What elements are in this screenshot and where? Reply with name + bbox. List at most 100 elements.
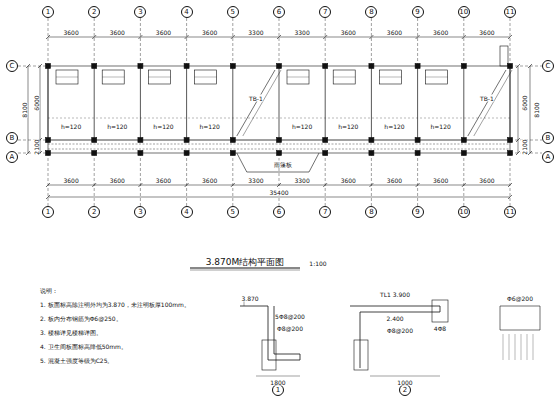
column bbox=[184, 64, 189, 69]
rainwater-box bbox=[500, 46, 508, 66]
dimension-tick bbox=[277, 183, 281, 187]
hatch-line bbox=[509, 334, 510, 360]
axis-line bbox=[232, 18, 233, 66]
dimension: 8100 bbox=[533, 102, 540, 117]
dimension: 35400 bbox=[269, 189, 288, 196]
dimension: 3600 bbox=[341, 29, 356, 36]
axis-bubble: 5 bbox=[227, 6, 239, 18]
stair-line bbox=[243, 70, 281, 136]
dimension-tick bbox=[528, 64, 532, 68]
axis-line bbox=[279, 18, 280, 66]
canopy-label: 雨篷板 bbox=[274, 161, 292, 168]
hatch-line bbox=[521, 334, 522, 360]
toilet-slab-line bbox=[102, 77, 124, 78]
dimension: 3300 bbox=[248, 29, 263, 36]
dimension-tick bbox=[46, 183, 50, 187]
axis-bubble: 7 bbox=[319, 6, 331, 18]
column bbox=[369, 64, 374, 69]
axis-bubble: 6 bbox=[273, 6, 285, 18]
dimension: 6000 bbox=[521, 95, 528, 110]
dimension-tick bbox=[516, 64, 520, 68]
dimension: 2100 bbox=[521, 139, 528, 154]
axis-bubble: 2 bbox=[88, 206, 100, 218]
axis-bubble: B bbox=[542, 132, 554, 144]
dimension-tick bbox=[277, 35, 281, 39]
toilet-slab bbox=[426, 70, 448, 84]
dimension-tick bbox=[528, 151, 532, 155]
note-line: 1. 板面标高除注明外均为3.870，未注明板厚100mm。 bbox=[40, 301, 190, 308]
dimension-tick bbox=[185, 183, 189, 187]
axis-bubble: 7 bbox=[319, 206, 331, 218]
dimension: 3600 bbox=[387, 29, 402, 36]
axis-number: 3 bbox=[138, 208, 142, 216]
partition-wall bbox=[463, 66, 464, 140]
axis-line bbox=[48, 18, 49, 66]
outer-wall bbox=[48, 66, 510, 153]
axis-number: 8 bbox=[369, 208, 373, 216]
column bbox=[277, 64, 282, 69]
slab-thickness: h=120 bbox=[200, 123, 220, 130]
slab-thickness: h=120 bbox=[292, 123, 312, 130]
axis-number: 10 bbox=[459, 208, 468, 216]
toilet-slab-line bbox=[379, 77, 401, 78]
detail-wall bbox=[354, 340, 368, 370]
toilet-slab-line bbox=[426, 77, 448, 78]
axis-number: 11 bbox=[506, 208, 515, 216]
toilet-slab-line bbox=[148, 77, 170, 78]
axis-line bbox=[18, 66, 48, 67]
dimension-line bbox=[28, 66, 29, 153]
axis-number: 2 bbox=[92, 8, 96, 16]
canopy-outline bbox=[237, 153, 319, 172]
dimension: 3600 bbox=[341, 177, 356, 184]
axis-number: C bbox=[10, 62, 15, 70]
axis-bubble: 8 bbox=[365, 6, 377, 18]
axis-number: 3 bbox=[138, 8, 142, 16]
axis-bubble: 5 bbox=[227, 206, 239, 218]
dimension-tick bbox=[92, 35, 96, 39]
column bbox=[323, 151, 328, 156]
corridor-dash bbox=[48, 149, 510, 150]
dimension: 3300 bbox=[248, 177, 263, 184]
dimension-tick bbox=[46, 35, 50, 39]
beam-label: TL1 3.900 bbox=[380, 291, 410, 298]
axis-bubble: 4 bbox=[181, 206, 193, 218]
note-line: 3. 楼梯详见楼梯详图。 bbox=[40, 329, 102, 336]
partition-wall bbox=[510, 66, 511, 140]
dimension-tick bbox=[46, 195, 50, 199]
axis-bubble: 1 bbox=[42, 206, 54, 218]
stair-line bbox=[468, 70, 506, 136]
axis-number: A bbox=[546, 153, 551, 161]
column bbox=[138, 138, 143, 143]
column bbox=[323, 138, 328, 143]
axis-line bbox=[463, 153, 464, 206]
axis-bubble: 3 bbox=[134, 6, 146, 18]
dimension-tick bbox=[92, 183, 96, 187]
dimension: 3600 bbox=[479, 177, 494, 184]
dimension-tick bbox=[323, 183, 327, 187]
dimension-line bbox=[530, 66, 531, 153]
axis-bubble: 11 bbox=[504, 206, 516, 218]
column bbox=[461, 138, 466, 143]
axis-number: 5 bbox=[231, 208, 235, 216]
column bbox=[369, 138, 374, 143]
axis-bubble: 10 bbox=[458, 6, 470, 18]
axis-number: B bbox=[546, 134, 551, 142]
title-underline bbox=[190, 268, 300, 269]
axis-number: 1 bbox=[46, 208, 50, 216]
dimension: 3600 bbox=[110, 177, 125, 184]
detail-section bbox=[500, 306, 540, 330]
axis-line bbox=[510, 153, 511, 206]
rebar-spec: 5Φ8@200 bbox=[275, 313, 305, 320]
axis-number: C bbox=[546, 62, 551, 70]
axis-bubble: 3 bbox=[134, 206, 146, 218]
dimension: 3600 bbox=[63, 29, 78, 36]
column bbox=[508, 138, 513, 143]
column bbox=[46, 64, 51, 69]
toilet-slab bbox=[333, 70, 355, 84]
note-line: 2. 板内分布钢筋为Φ6@250。 bbox=[40, 315, 122, 322]
dimension-tick bbox=[138, 183, 142, 187]
axis-line bbox=[232, 153, 233, 206]
column bbox=[92, 64, 97, 69]
column bbox=[277, 151, 282, 156]
axis-bubble: B bbox=[6, 132, 18, 144]
